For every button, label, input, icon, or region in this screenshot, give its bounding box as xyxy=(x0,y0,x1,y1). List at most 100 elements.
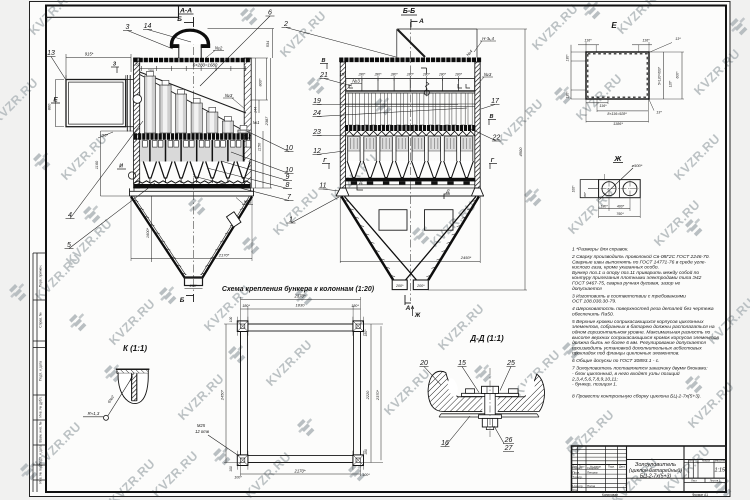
svg-text:1:15: 1:15 xyxy=(715,468,726,474)
svg-text:2 Сварку производить проволоко: 2 Сварку производить проволокой Св-08Г2С… xyxy=(571,253,710,260)
svg-text:Лист: Лист xyxy=(691,479,697,483)
svg-text:21: 21 xyxy=(319,72,328,79)
svg-text:3 Изготовить в соответствии с: 3 Изготовить в соответствии с требования… xyxy=(572,293,686,299)
svg-text:144: 144 xyxy=(254,107,258,113)
svg-text:Б: Б xyxy=(180,297,185,304)
svg-text:Формат А1: Формат А1 xyxy=(692,493,708,497)
svg-text:800*: 800* xyxy=(258,78,263,86)
svg-text:2387: 2387 xyxy=(264,116,269,126)
svg-text:280*: 280* xyxy=(390,73,399,77)
svg-text:№5: №5 xyxy=(244,200,252,205)
svg-text:Копировал: Копировал xyxy=(602,493,618,497)
svg-text:Н.контр.: Н.контр. xyxy=(573,484,584,488)
svg-text:ГОСТ 9467-75, сварка ручная: ГОСТ 9467-75, сварка ручная дуговая, заз… xyxy=(572,281,681,287)
svg-text:12: 12 xyxy=(313,148,321,155)
svg-text:должна быть не более 6 мм. Рег: должна быть не более 6 мм. Регулирование… xyxy=(572,340,706,346)
svg-text:Г: Г xyxy=(323,158,327,164)
svg-text:ø500*: ø500* xyxy=(632,163,643,168)
svg-text:кислого газа, кроме указанных: кислого газа, кроме указанных особо. xyxy=(572,265,659,271)
svg-text:17: 17 xyxy=(491,98,500,105)
svg-text:Пров.: Пров. xyxy=(573,470,581,474)
svg-text:7 Золоуловитель поставляется з: 7 Золоуловитель поставляется заказчику д… xyxy=(572,366,708,372)
svg-text:9: 9 xyxy=(286,174,290,181)
svg-text:Изм: Изм xyxy=(572,465,577,469)
svg-text:534: 534 xyxy=(265,40,270,47)
svg-text:2220: 2220 xyxy=(365,390,370,400)
svg-text:19: 19 xyxy=(313,98,321,105)
svg-text:20: 20 xyxy=(419,360,428,367)
svg-text:130*: 130* xyxy=(566,91,570,99)
svg-text:Д: Д xyxy=(445,189,450,195)
svg-text:6: 6 xyxy=(268,10,272,17)
svg-text:2450*: 2450* xyxy=(460,255,472,260)
svg-text:4500: 4500 xyxy=(518,147,523,157)
svg-text:- блок циклонный, в него входя: - блок циклонный, в него входят узлы поз… xyxy=(572,370,680,377)
svg-text:116*: 116* xyxy=(599,104,607,108)
svg-text:Справ. №: Справ. № xyxy=(39,312,43,328)
svg-text:200*: 200* xyxy=(416,284,425,288)
svg-text:6 Общие допуски по ГОСТ 30893.: 6 Общие допуски по ГОСТ 30893.1 - с. xyxy=(572,358,660,364)
svg-text:26: 26 xyxy=(504,437,513,444)
svg-text:Листов 1: Листов 1 xyxy=(710,479,721,483)
svg-text:Ж: Ж xyxy=(414,313,421,319)
svg-text:№1: №1 xyxy=(253,120,260,125)
svg-text:обеспечить Ra50.: обеспечить Ra50. xyxy=(572,311,614,317)
svg-text:280*: 280* xyxy=(438,73,447,77)
svg-text:130*: 130* xyxy=(566,54,570,62)
svg-text:Дата: Дата xyxy=(619,465,625,469)
svg-text:№3: №3 xyxy=(484,72,492,77)
svg-text:Разраб.: Разраб. xyxy=(573,466,583,470)
svg-text:Г: Г xyxy=(491,158,495,164)
svg-text:24: 24 xyxy=(312,110,321,117)
svg-text:№ докум.: № докум. xyxy=(590,466,602,469)
svg-text:11: 11 xyxy=(319,183,326,190)
svg-text:3: 3 xyxy=(126,24,130,31)
svg-text:Петров: Петров xyxy=(587,470,598,474)
svg-text:5: 5 xyxy=(67,242,71,249)
svg-text:E: E xyxy=(611,21,617,30)
svg-text:8×116=928*: 8×116=928* xyxy=(607,112,627,116)
svg-text:600*: 600* xyxy=(676,71,680,79)
svg-text:760*: 760* xyxy=(616,212,624,216)
svg-text:Д-Д (1:1): Д-Д (1:1) xyxy=(469,334,504,343)
svg-text:100: 100 xyxy=(229,317,233,323)
svg-text:1: 1 xyxy=(289,217,293,224)
svg-text:Подп. и дата: Подп. и дата xyxy=(39,361,43,381)
svg-text:А: А xyxy=(405,305,411,312)
svg-text:М25: М25 xyxy=(197,423,206,428)
svg-text:25: 25 xyxy=(506,360,515,367)
svg-text:4: 4 xyxy=(68,212,72,219)
svg-text:Подп. и дата: Подп. и дата xyxy=(39,445,43,465)
svg-text:Б: Б xyxy=(177,16,182,23)
svg-text:280*: 280* xyxy=(374,73,383,77)
svg-text:Лист: Лист xyxy=(579,465,585,469)
svg-text:Н-Ъ,4: Н-Ъ,4 xyxy=(482,36,494,41)
svg-text:2,3,4,5,6,7,8,9,10,11;: 2,3,4,5,6,7,8,9,10,11; xyxy=(571,376,619,382)
svg-text:1160: 1160 xyxy=(94,160,99,169)
svg-text:№2: №2 xyxy=(215,46,223,51)
svg-text:Ж: Ж xyxy=(613,154,622,163)
svg-text:2: 2 xyxy=(283,21,288,28)
svg-text:16: 16 xyxy=(441,440,449,447)
svg-text:прокладок под фланцы циклонных: прокладок под фланцы циклонных элементов… xyxy=(572,351,680,357)
svg-text:280*: 280* xyxy=(422,73,431,77)
svg-text:И: И xyxy=(119,164,123,170)
svg-text:В: В xyxy=(490,114,494,120)
svg-text:А: А xyxy=(418,18,424,25)
svg-text:R≈1,3: R≈1,3 xyxy=(88,411,100,416)
svg-text:Утв.: Утв. xyxy=(573,488,579,492)
svg-text:200*: 200* xyxy=(395,284,404,288)
svg-text:Инв. № дубл.: Инв. № дубл. xyxy=(39,396,43,417)
svg-text:280*: 280* xyxy=(406,73,415,77)
svg-text:80*: 80* xyxy=(583,191,587,196)
svg-text:2170*: 2170* xyxy=(218,253,230,258)
svg-text:Бункер поз.1 и опору поз.11 пр: Бункер поз.1 и опору поз.11 приварить ме… xyxy=(572,269,699,276)
svg-text:100*: 100* xyxy=(234,476,242,480)
svg-text:13: 13 xyxy=(47,50,55,57)
svg-text:- бункер, позиция 1.: - бункер, позиция 1. xyxy=(572,382,617,388)
svg-text:Масштаб: Масштаб xyxy=(715,460,726,463)
svg-text:1600*: 1600* xyxy=(145,227,150,238)
svg-text:13*: 13* xyxy=(675,37,681,41)
svg-text:БЦ-2-7х(5+3): БЦ-2-7х(5+3) xyxy=(640,474,671,480)
svg-text:Б-Б: Б-Б xyxy=(403,8,415,15)
